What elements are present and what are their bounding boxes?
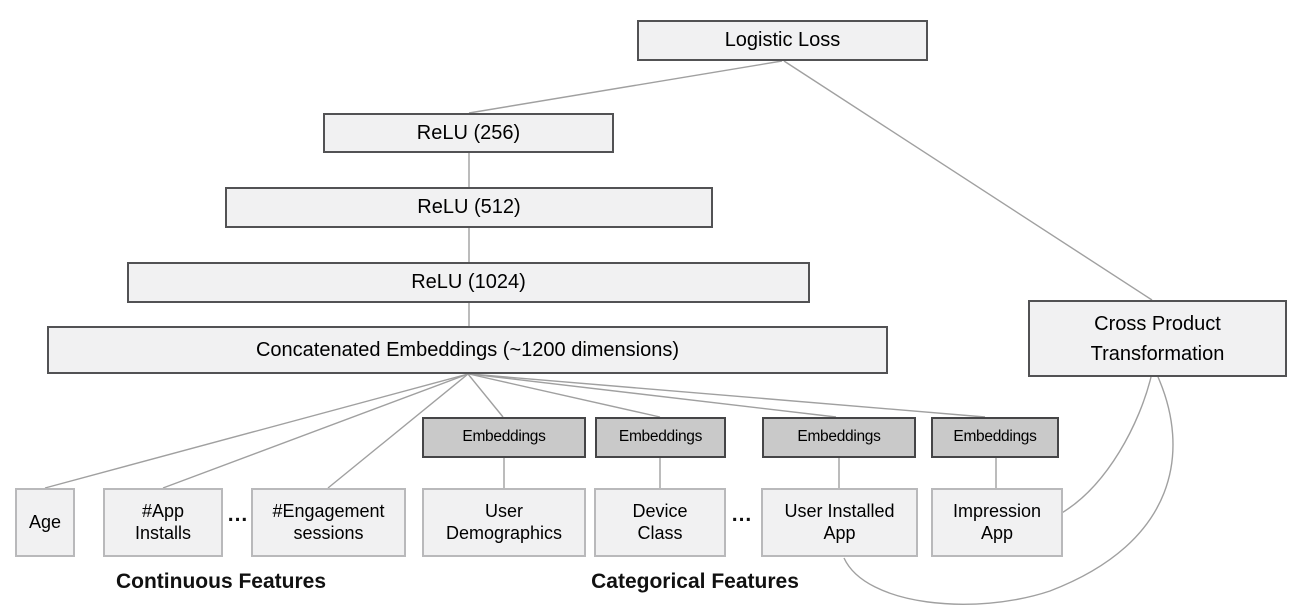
node-label: User Demographics: [445, 500, 563, 543]
node-label: Cross Product Transformation: [1090, 312, 1225, 365]
node-label: Age: [28, 511, 62, 532]
node-label: Embeddings: [618, 428, 703, 446]
node-concatenated-embeddings: Concatenated Embeddings (~1200 dimension…: [47, 326, 888, 374]
edge-concat-to-embedding4: [469, 373, 986, 418]
node-label: Impression App: [952, 500, 1042, 543]
node-user-installed-app: User Installed App: [761, 488, 918, 557]
edge-concat-to-app-installs: [162, 373, 469, 489]
edge-concat-to-embedding2: [468, 373, 661, 418]
edge-loss-to-relu256: [468, 60, 783, 114]
categorical-features-label: Categorical Features: [591, 570, 799, 593]
edge-loss-to-cross-product: [783, 60, 1153, 301]
node-user-demographics: User Demographics: [422, 488, 586, 557]
node-label: Embeddings: [953, 428, 1037, 446]
node-label: ReLU (256): [416, 121, 521, 144]
node-relu-1024: ReLU (1024): [127, 262, 810, 303]
node-label: Embeddings: [462, 428, 546, 446]
node-label: ReLU (512): [417, 196, 521, 219]
node-relu-256: ReLU (256): [323, 113, 614, 153]
ellipsis-categorical: ...: [731, 503, 753, 526]
node-logistic-loss: Logistic Loss: [637, 20, 928, 61]
node-relu-512: ReLU (512): [225, 187, 713, 228]
ellipsis-continuous: ...: [227, 503, 249, 526]
node-label: Device Class: [632, 500, 688, 543]
node-label: ReLU (1024): [411, 271, 526, 294]
edge-concat-to-age: [44, 373, 469, 489]
edge-concat-to-embedding1: [467, 373, 504, 418]
node-label: Embeddings: [797, 428, 881, 446]
node-embeddings-user-installed-app: Embeddings: [762, 417, 916, 458]
node-label: User Installed App: [784, 500, 895, 543]
node-label: #Engagement sessions: [272, 500, 385, 543]
edge-concat-to-engagement: [327, 373, 469, 489]
edge-concat-to-embedding3: [469, 373, 837, 418]
node-impression-app: Impression App: [931, 488, 1063, 557]
node-label: Logistic Loss: [724, 29, 841, 52]
node-embeddings-device-class: Embeddings: [595, 417, 726, 458]
node-app-installs: #App Installs: [103, 488, 223, 557]
curve-cross-product-to-user-installed-app: [843, 376, 1174, 605]
node-label: #App Installs: [134, 500, 192, 543]
node-label: Concatenated Embeddings (~1200 dimension…: [255, 338, 680, 361]
node-age: Age: [15, 488, 75, 557]
node-embeddings-user-demographics: Embeddings: [422, 417, 586, 458]
curve-cross-product-to-impression-app: [1059, 376, 1152, 515]
node-engagement-sessions: #Engagement sessions: [251, 488, 406, 557]
node-cross-product-transformation: Cross Product Transformation: [1028, 300, 1287, 377]
node-device-class: Device Class: [594, 488, 726, 557]
node-embeddings-impression-app: Embeddings: [931, 417, 1059, 458]
continuous-features-label: Continuous Features: [115, 570, 326, 593]
